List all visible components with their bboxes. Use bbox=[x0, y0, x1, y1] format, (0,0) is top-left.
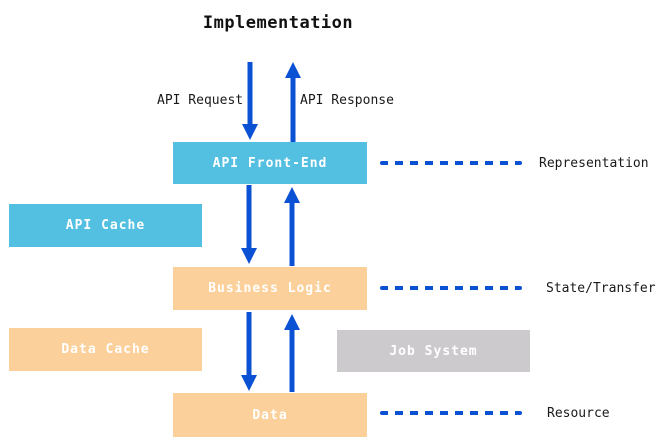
arrow-down-icon bbox=[241, 312, 257, 391]
arrow-up-icon bbox=[284, 314, 300, 392]
arrow-up-icon bbox=[284, 187, 300, 266]
node-business-logic: Business Logic bbox=[173, 267, 367, 310]
dashed-line-resource bbox=[380, 411, 522, 415]
arrow-down-icon bbox=[241, 185, 257, 264]
node-data: Data bbox=[173, 393, 367, 437]
api-request-label: API Request bbox=[157, 93, 244, 108]
dashed-line-representation bbox=[380, 161, 522, 165]
node-api-cache: API Cache bbox=[9, 204, 202, 247]
diagram-title: Implementation bbox=[202, 13, 354, 33]
arrow-down-icon bbox=[242, 62, 258, 140]
dashed-line-state-transfer bbox=[380, 286, 522, 290]
node-job-system: Job System bbox=[337, 330, 530, 372]
layer-label-representation: Representation bbox=[539, 156, 649, 171]
arrow-up-icon bbox=[285, 62, 301, 142]
node-api-front-end: API Front-End bbox=[173, 142, 367, 184]
api-response-label: API Response bbox=[300, 93, 394, 108]
node-data-cache: Data Cache bbox=[9, 328, 202, 371]
layer-label-resource: Resource bbox=[547, 406, 610, 421]
layer-label-state-transfer: State/Transfer bbox=[546, 281, 656, 296]
